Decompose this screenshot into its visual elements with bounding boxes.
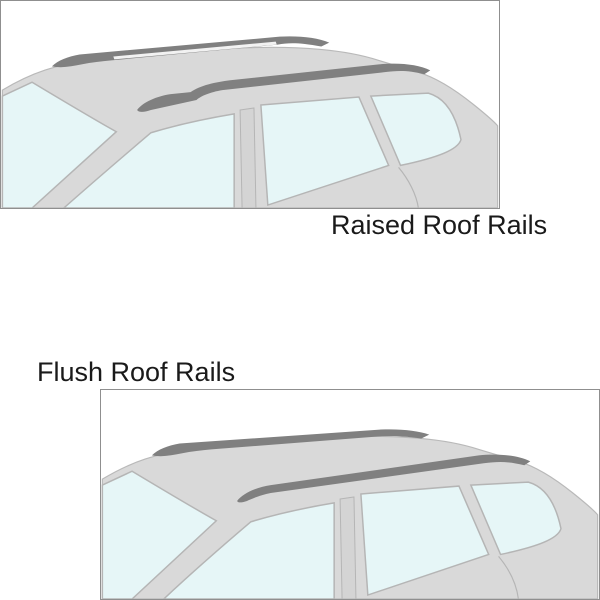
car-drawing-flush: [101, 429, 599, 599]
roof-rail-far: [151, 429, 430, 457]
door-seam: [498, 556, 519, 599]
b-pillar: [339, 496, 357, 599]
roof-rail-near: [137, 63, 431, 112]
car-drawing-raised: [1, 36, 499, 208]
windshield: [101, 470, 218, 599]
front-door-window: [162, 502, 335, 599]
flush-rails-illustration: [100, 389, 600, 600]
rear-door-window: [360, 485, 490, 597]
flush-rails-caption: Flush Roof Rails: [37, 357, 236, 387]
rear-door-window: [260, 96, 390, 207]
b-pillar: [239, 107, 257, 208]
front-door-window: [62, 113, 235, 208]
roof-rail-near: [237, 454, 531, 503]
quarter-window: [469, 481, 562, 556]
raised-rails-caption: Raised Roof Rails: [331, 210, 548, 240]
quarter-window: [369, 92, 462, 167]
door-seam: [398, 167, 419, 208]
windshield: [1, 81, 118, 208]
raised-rails-illustration: [0, 0, 500, 209]
roof-rail-far-gap: [113, 41, 277, 60]
